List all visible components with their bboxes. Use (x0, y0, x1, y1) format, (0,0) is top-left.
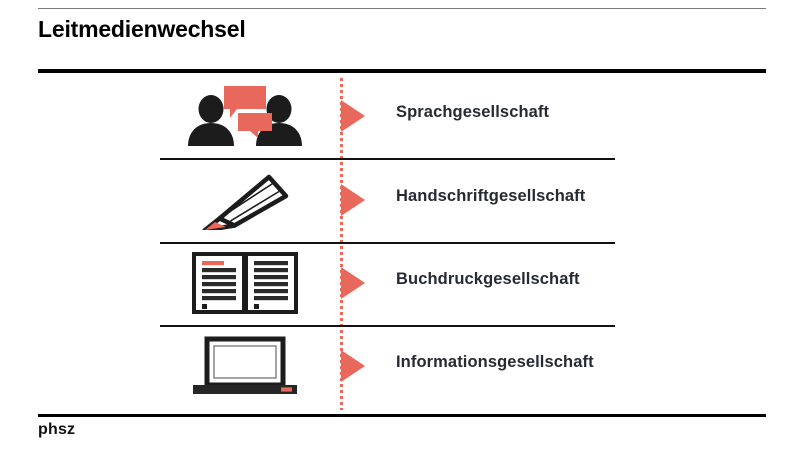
row-label: Handschriftgesellschaft (396, 187, 586, 205)
row-icon-cell (170, 160, 320, 240)
diagram-row[interactable]: Sprachgesellschaft (0, 76, 800, 160)
diagram-row[interactable]: Buchdruckgesellschaft (0, 243, 800, 327)
row-label: Sprachgesellschaft (396, 103, 550, 121)
row-arrow-cell (341, 267, 367, 299)
row-divider (160, 242, 615, 244)
footer-divider (38, 414, 766, 417)
diagram-row[interactable]: Informationsgesellschaft (0, 326, 800, 410)
row-icon-cell (170, 243, 320, 323)
row-divider (160, 158, 615, 160)
timeline-dotted-line (340, 78, 343, 410)
laptop-icon (193, 336, 297, 394)
row-icon-cell (170, 326, 320, 406)
diagram-content: Sprachgesellschaft (0, 76, 800, 412)
red-triangle-arrow-icon (341, 350, 365, 382)
footer-logo: phsz (38, 421, 76, 438)
row-arrow-cell (341, 184, 367, 216)
red-triangle-arrow-icon (341, 100, 365, 132)
row-icon-cell (170, 76, 320, 156)
row-label: Informationsgesellschaft (396, 353, 594, 371)
red-triangle-arrow-icon (341, 267, 365, 299)
row-arrow-cell (341, 350, 367, 382)
row-arrow-cell (341, 100, 367, 132)
title-underline-rule (38, 69, 766, 73)
open-book-icon (192, 252, 298, 314)
diagram-row[interactable]: Handschriftgesellschaft (0, 160, 800, 244)
page-title: Leitmedienwechsel (38, 16, 246, 42)
top-divider (38, 8, 766, 9)
row-divider (160, 325, 615, 327)
red-triangle-arrow-icon (341, 184, 365, 216)
pencil-icon (202, 174, 289, 230)
two-people-speech-bubbles-icon (188, 86, 302, 146)
row-label: Buchdruckgesellschaft (396, 270, 580, 288)
